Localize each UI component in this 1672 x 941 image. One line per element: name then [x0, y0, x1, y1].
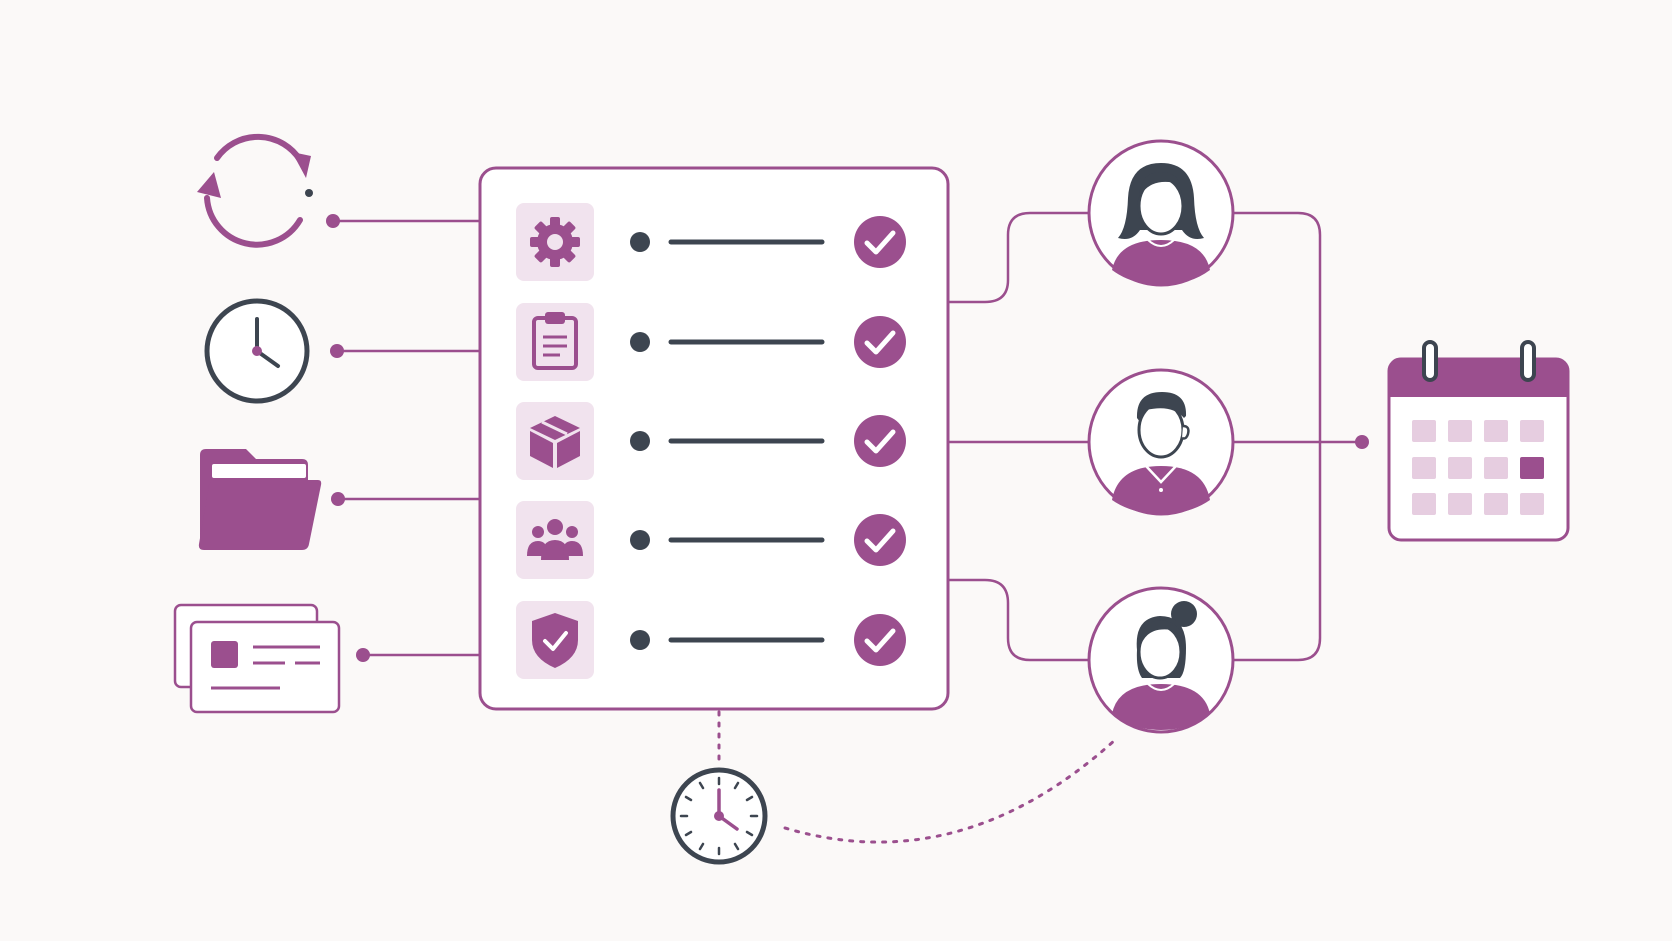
- sync-icon: [197, 133, 313, 248]
- id-cards-icon: [173, 603, 341, 714]
- checklist-rows: [516, 203, 906, 679]
- clipboard-icon: [532, 312, 578, 370]
- team-icon: [527, 519, 583, 560]
- checklist-bullets: [630, 232, 650, 650]
- clock-icon: [204, 298, 310, 404]
- person-woman-bun-icon: [1087, 586, 1235, 734]
- checklist-icon-tiles: [516, 203, 594, 679]
- package-icon: [530, 416, 580, 468]
- folder-icon: [198, 449, 322, 550]
- shield-check-icon: [532, 613, 578, 668]
- stopwatch-icon: [670, 767, 768, 865]
- calendar-icon: [1387, 340, 1570, 542]
- person-man-icon: [1087, 368, 1235, 516]
- gear-icon: [530, 217, 580, 267]
- check-badge-icons: [854, 216, 906, 666]
- calendar-highlighted-day: [1520, 457, 1544, 479]
- person-woman-icon: [1087, 139, 1235, 287]
- timer-connectors: [717, 710, 1117, 844]
- calendar-days: [1412, 420, 1544, 515]
- checklist-text-placeholders: [668, 239, 825, 643]
- connector-dots: [326, 214, 1369, 662]
- connector-lines: [333, 211, 1362, 662]
